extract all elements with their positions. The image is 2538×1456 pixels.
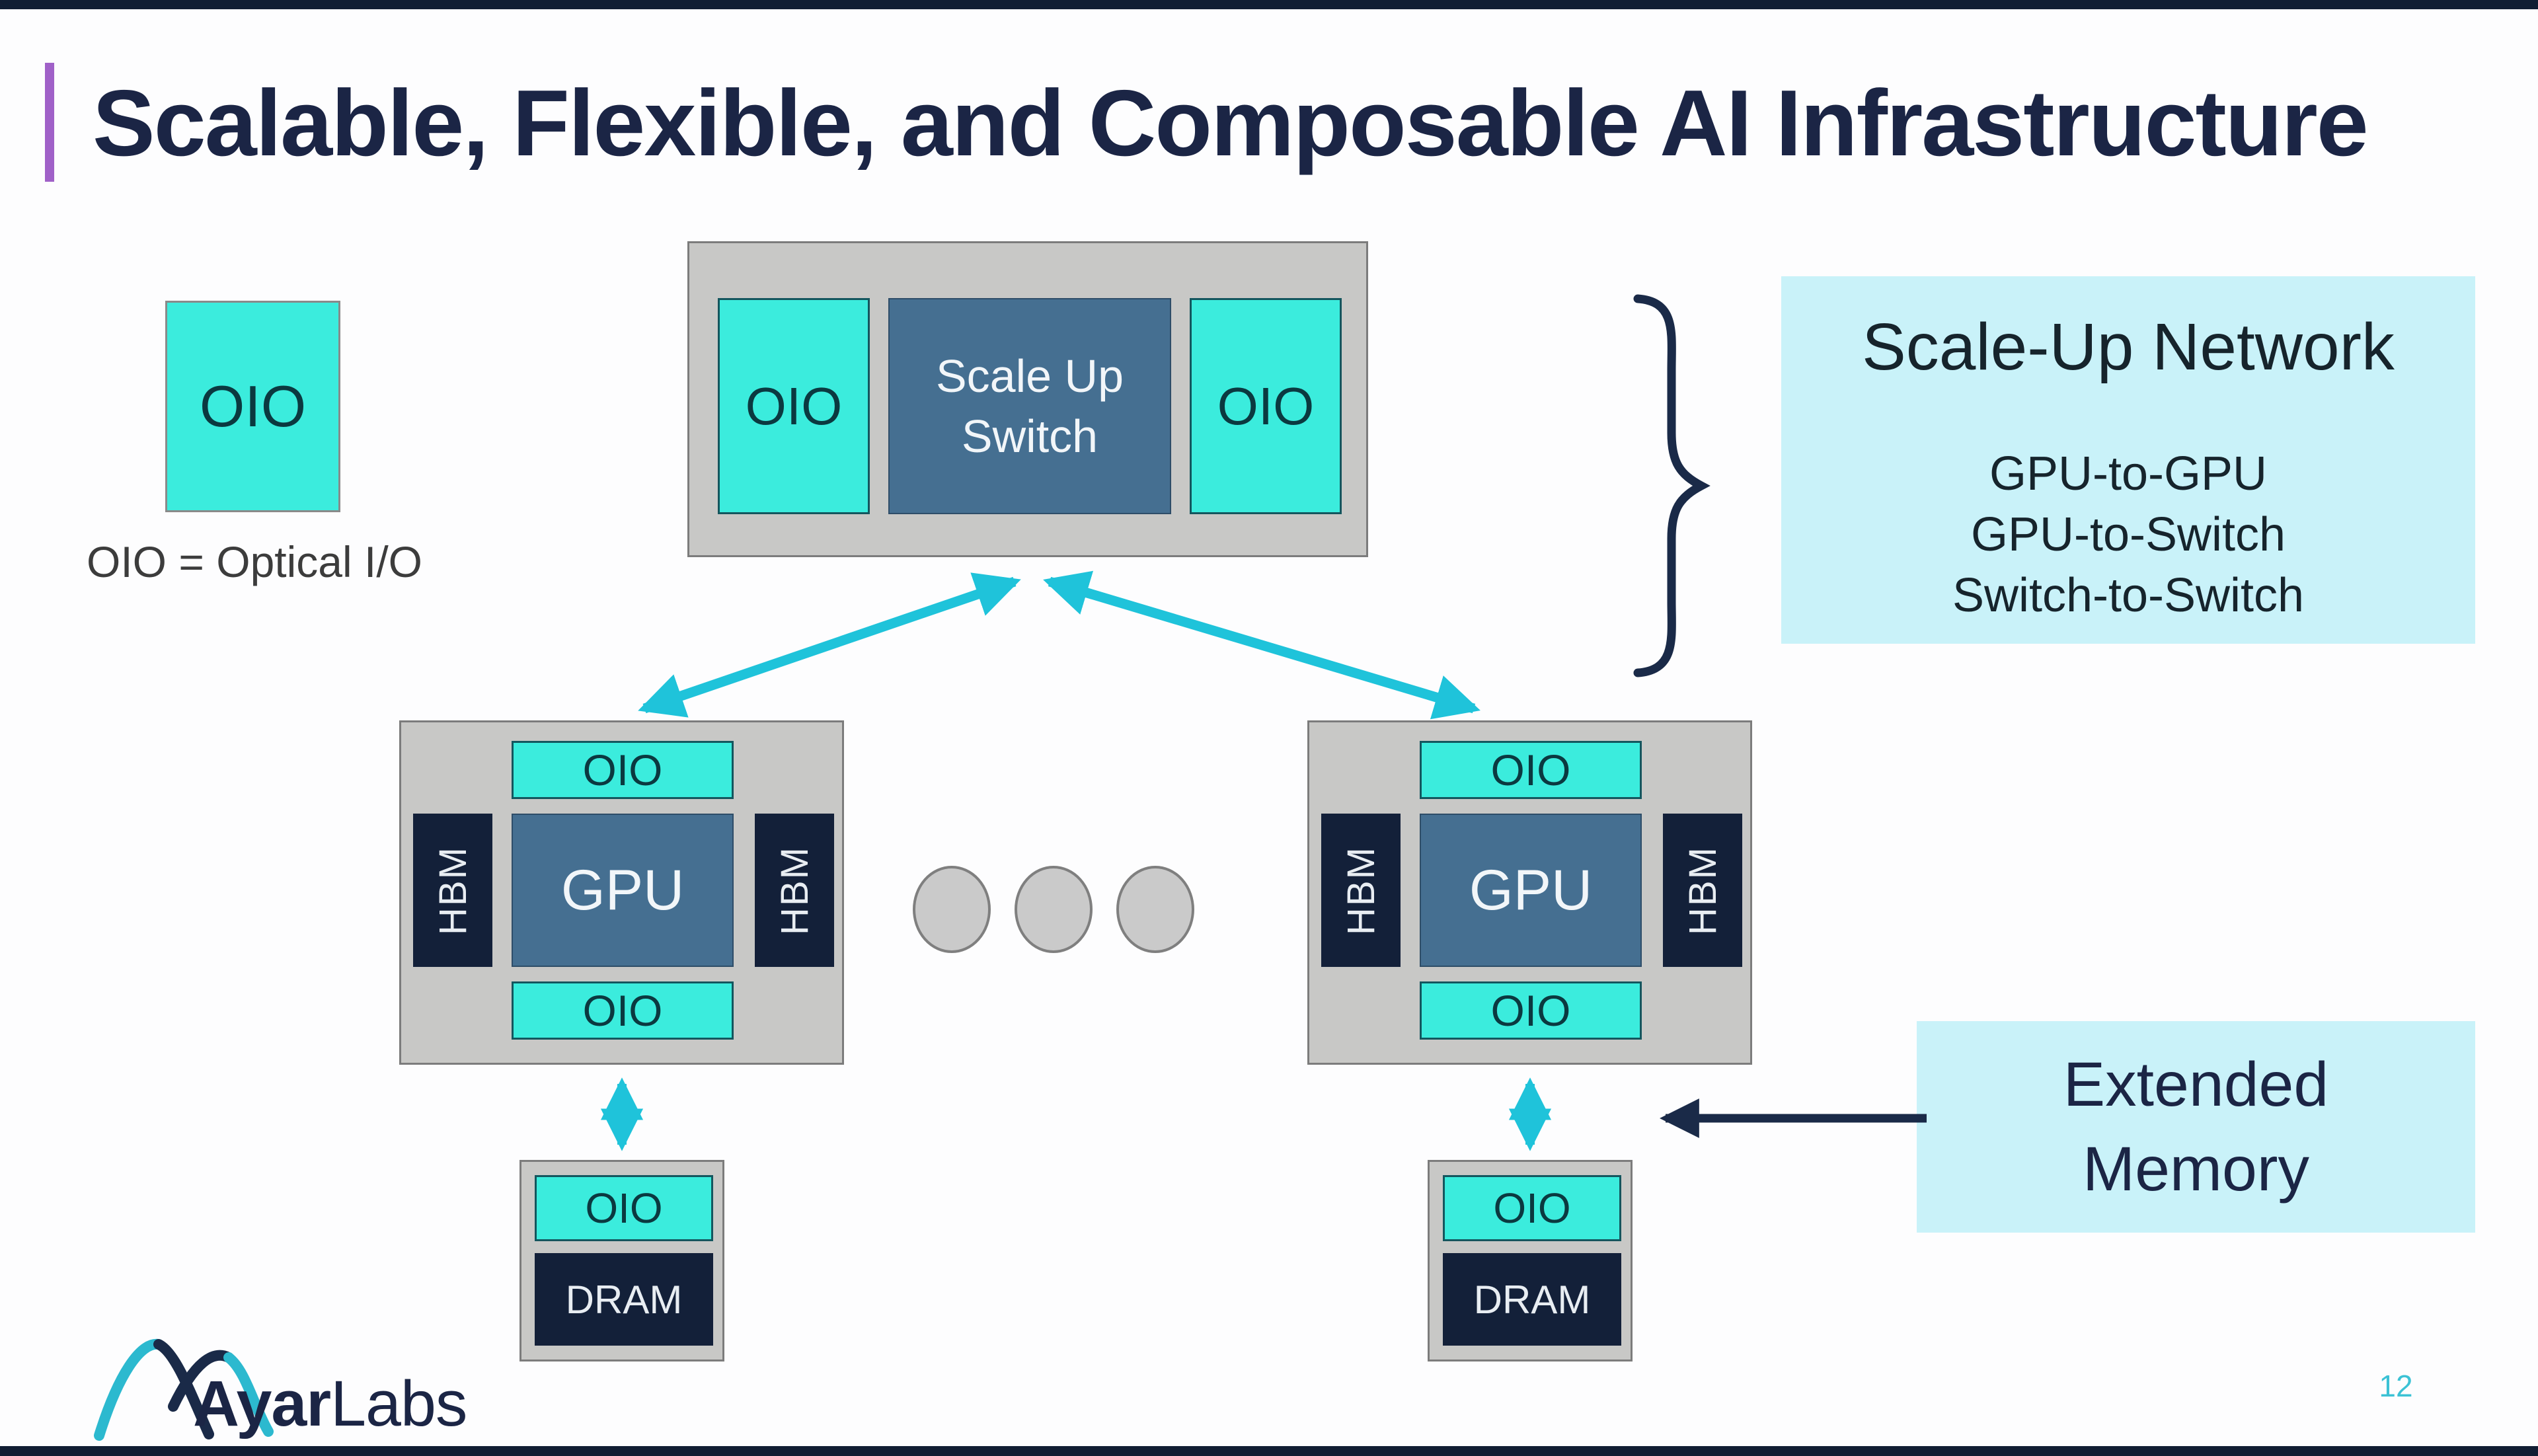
gpu-right-hbm-right: HBM	[1663, 814, 1742, 967]
arrow-switch-to-gpu-left	[638, 572, 1021, 718]
gpu-left-oio-top: OIO	[512, 741, 734, 799]
scale-up-network-title: Scale-Up Network	[1862, 310, 2395, 384]
brand-bold: Ayar	[193, 1367, 331, 1439]
gpu-right-core: GPU	[1420, 814, 1642, 967]
scale-up-switch-block: Scale Up Switch	[888, 298, 1171, 514]
switch-oio-right: OIO	[1190, 298, 1342, 514]
scale-up-network-lines: GPU-to-GPU GPU-to-Switch Switch-to-Switc…	[1781, 443, 2475, 626]
extended-memory-callout: Extended Memory	[1917, 1021, 2475, 1233]
scale-up-network-line: GPU-to-GPU	[1989, 447, 2268, 500]
gpu-right-core-label: GPU	[1469, 858, 1593, 922]
gpu-right-hbm-right-label: HBM	[1681, 845, 1724, 935]
gpu-right-hbm-left: HBM	[1321, 814, 1401, 967]
title-accent-bar	[45, 63, 54, 182]
scale-up-network-callout: Scale-Up Network GPU-to-GPU GPU-to-Switc…	[1781, 276, 2475, 644]
gpu-left-core-label: GPU	[560, 858, 685, 922]
gpu-right-hbm-left-label: HBM	[1339, 845, 1383, 935]
bottom-border-bar	[0, 1446, 2538, 1456]
gpu-left-oio-bottom: OIO	[512, 981, 734, 1040]
gpu-right-oio-top: OIO	[1420, 741, 1642, 799]
dram-right-oio-label: OIO	[1493, 1184, 1571, 1232]
ellipsis-dots-icon	[913, 866, 1194, 953]
scale-up-network-line: Switch-to-Switch	[1952, 569, 2305, 623]
switch-oio-left: OIO	[718, 298, 870, 514]
dram-right-core-label: DRAM	[1473, 1277, 1591, 1322]
dram-right-core: DRAM	[1443, 1253, 1621, 1346]
dram-left-core: DRAM	[535, 1253, 713, 1346]
switch-oio-right-label: OIO	[1217, 376, 1315, 436]
dram-left-core-label: DRAM	[565, 1277, 683, 1322]
extended-memory-label: Extended Memory	[2063, 1049, 2329, 1204]
brand-light: Labs	[330, 1367, 467, 1439]
gpu-unit-left: OIO HBM GPU HBM OIO	[399, 720, 844, 1065]
scale-up-switch-unit: OIO Scale Up Switch OIO	[687, 241, 1368, 557]
gpu-left-oio-top-label: OIO	[582, 746, 663, 794]
gpu-left-hbm-right: HBM	[755, 814, 834, 967]
gpu-left-hbm-right-label: HBM	[773, 845, 816, 935]
legend-oio-label: OIO	[199, 373, 307, 439]
scale-up-switch-label: Scale Up Switch	[935, 350, 1124, 462]
gpu-left-hbm-left: HBM	[413, 814, 492, 967]
gpu-unit-right: OIO HBM GPU HBM OIO	[1307, 720, 1752, 1065]
gpu-left-core: GPU	[512, 814, 734, 967]
dram-left-oio: OIO	[535, 1175, 713, 1241]
top-border-bar	[0, 0, 2538, 9]
page-number: 12	[2379, 1369, 2413, 1403]
arrow-switch-to-gpu-right	[1043, 570, 1480, 720]
legend-oio-box: OIO	[165, 301, 340, 512]
scale-up-network-line: GPU-to-Switch	[1970, 508, 2286, 562]
gpu-right-oio-bottom-label: OIO	[1490, 986, 1571, 1035]
page-title: Scalable, Flexible, and Composable AI In…	[93, 71, 2369, 176]
gpu-right-oio-top-label: OIO	[1490, 746, 1571, 794]
dram-right-oio: OIO	[1443, 1175, 1621, 1241]
dram-unit-right: OIO DRAM	[1428, 1160, 1633, 1361]
dram-left-oio-label: OIO	[585, 1184, 663, 1232]
switch-oio-left-label: OIO	[745, 376, 843, 436]
brace-icon	[1633, 294, 1711, 677]
brand-wordmark: AyarLabs	[193, 1367, 467, 1441]
legend-caption: OIO = Optical I/O	[87, 537, 422, 586]
dram-unit-left: OIO DRAM	[519, 1160, 724, 1361]
gpu-left-oio-bottom-label: OIO	[582, 986, 663, 1035]
gpu-left-hbm-left-label: HBM	[431, 845, 475, 935]
gpu-right-oio-bottom: OIO	[1420, 981, 1642, 1040]
